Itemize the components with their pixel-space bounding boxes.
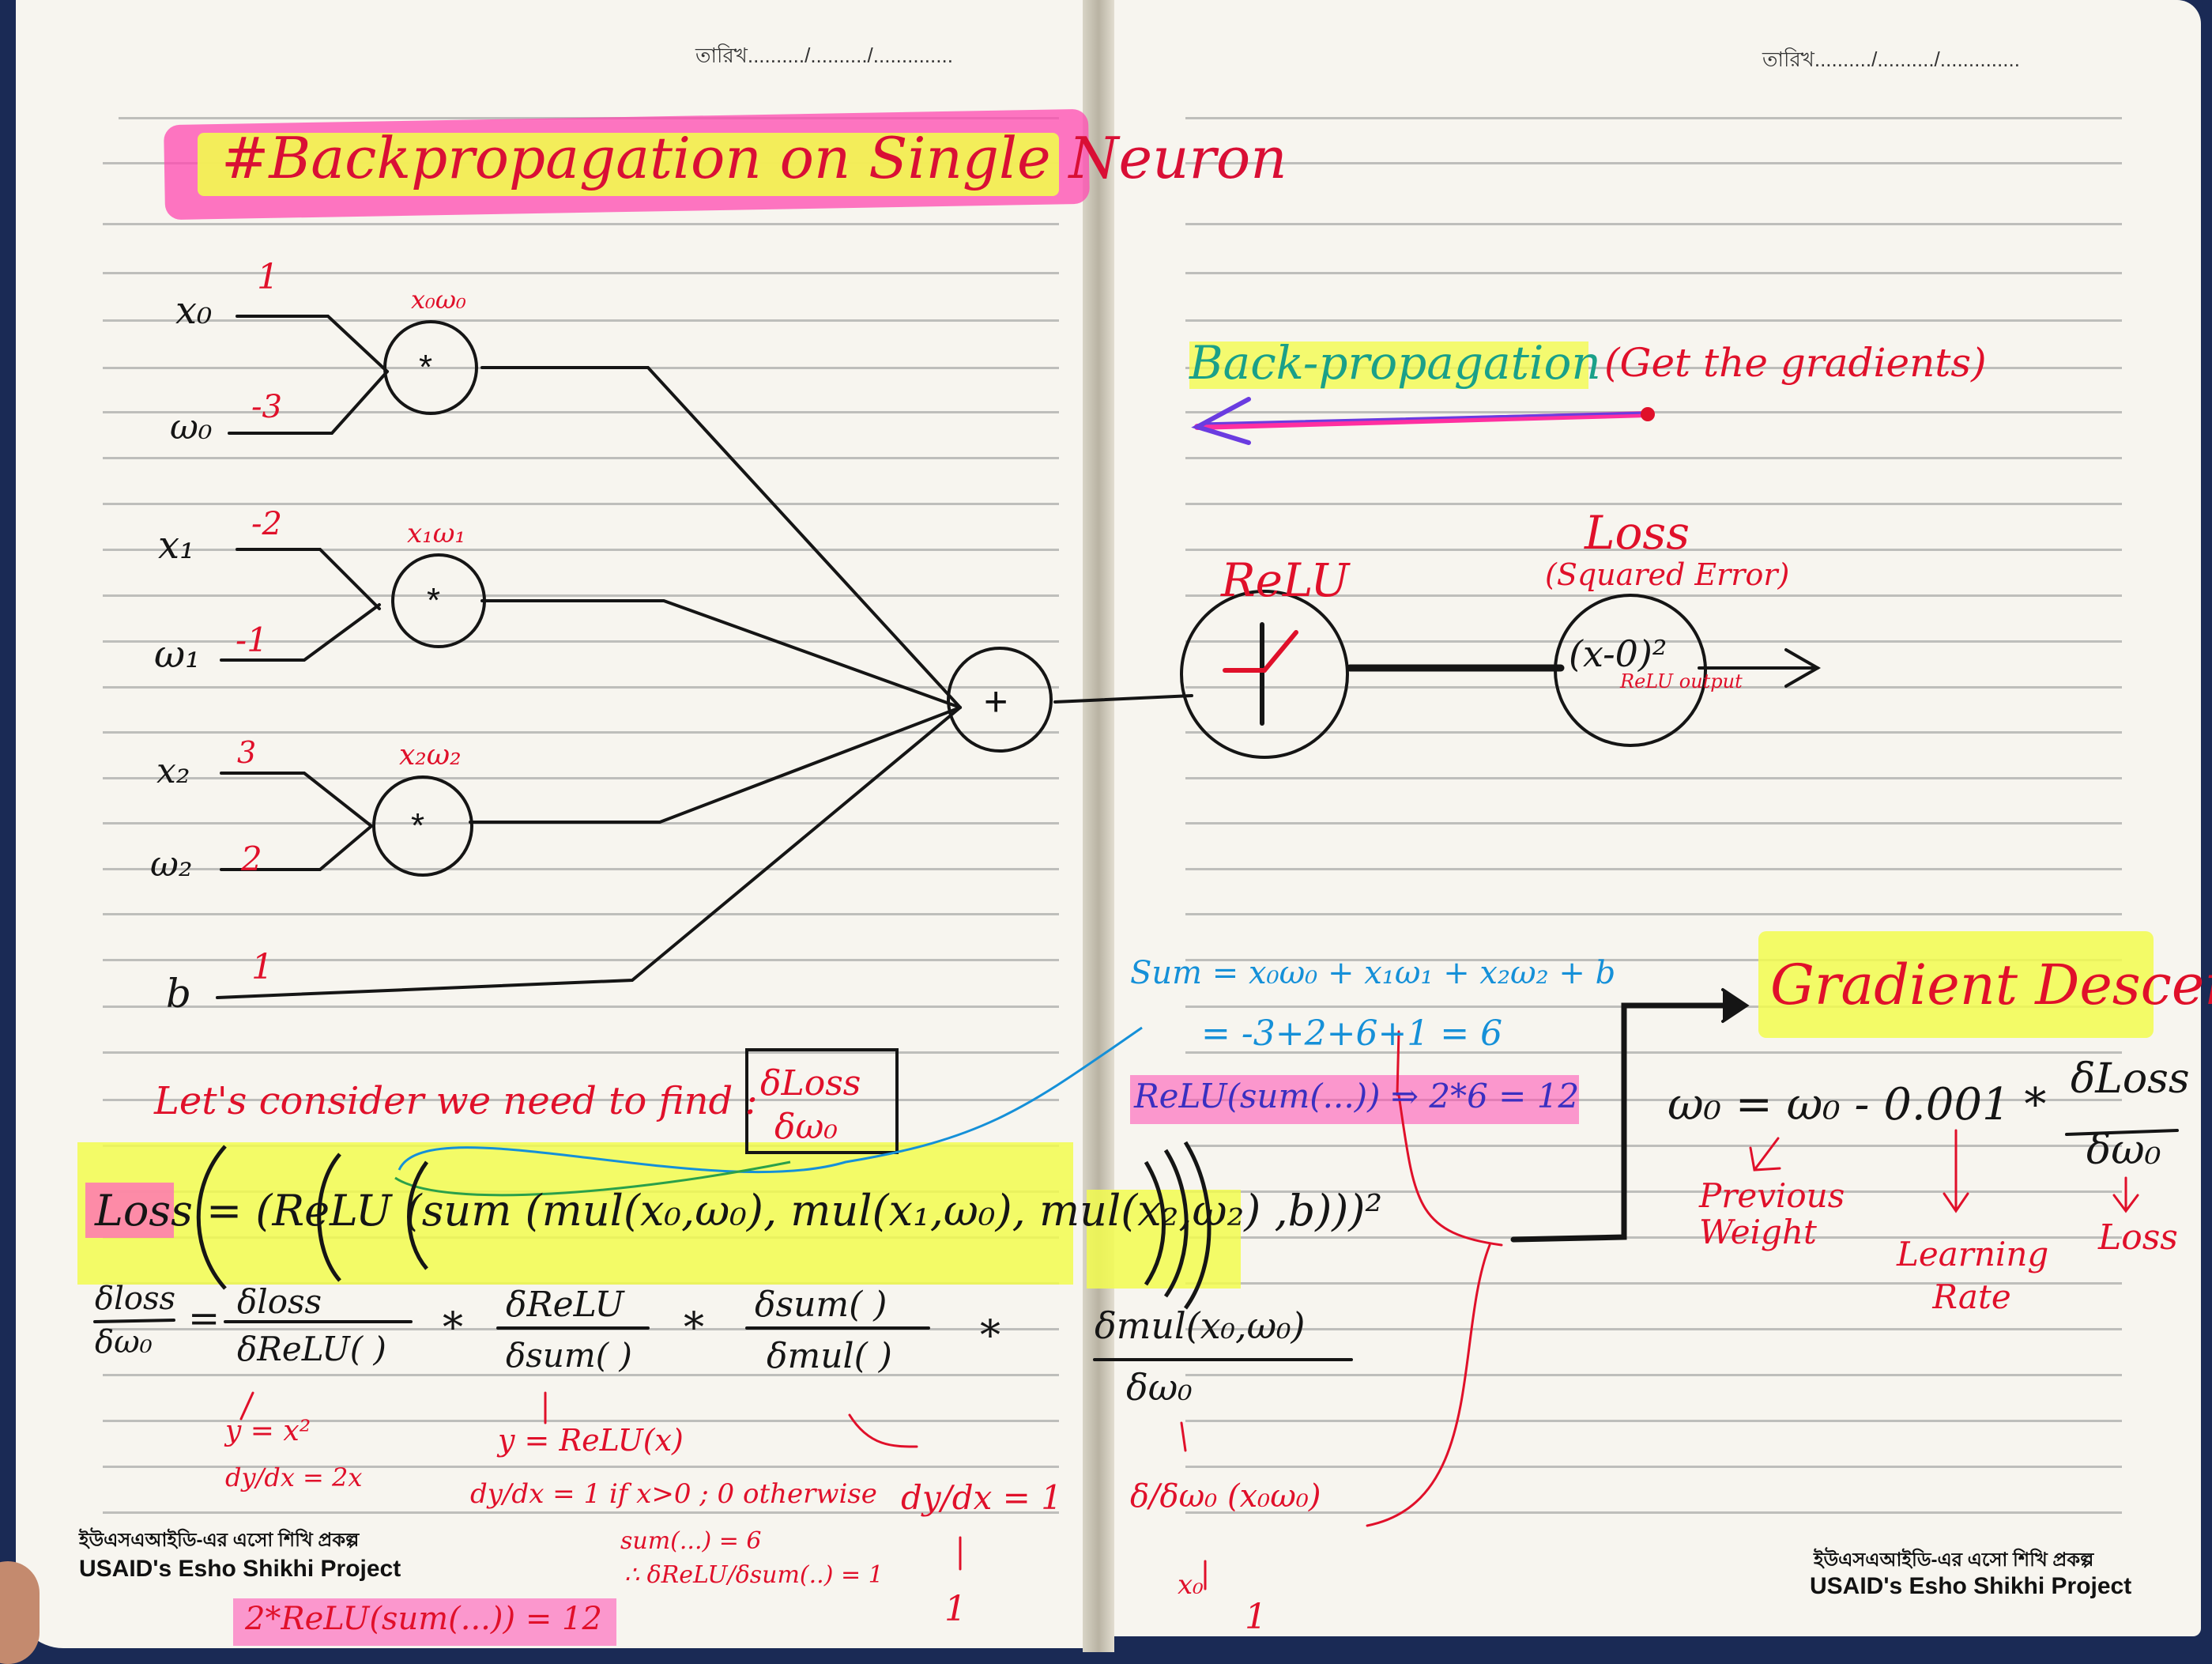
gd-highlight	[1758, 931, 2154, 1038]
product-x2w2: x₂ω₂	[399, 739, 462, 772]
note-2relu-12: 2*ReLU(sum(...)) = 12	[245, 1601, 602, 1637]
loss-formula: (x-0)²	[1569, 632, 1667, 675]
input-x1-label: x₁	[158, 523, 195, 568]
input-b-label: b	[166, 971, 192, 1017]
relu-line-highlight	[1130, 1075, 1579, 1124]
chain-star-1: *	[443, 1304, 463, 1352]
gd-prev-weight: Previous Weight	[1699, 1176, 1845, 1251]
note-y-x2: y = x²	[225, 1415, 311, 1447]
note-sum-6: sum(...) = 6	[620, 1527, 762, 1555]
chain-lhs-num: δloss	[95, 1281, 176, 1317]
chain-t4-den: δω₀	[1126, 1366, 1193, 1409]
input-w1-label: ω₁	[154, 632, 201, 677]
gd-frac-den: δω₀	[2086, 1126, 2161, 1174]
gd-formula: ω₀ = ω₀ - 0.001 *	[1667, 1079, 2047, 1130]
mul-op-0: *	[419, 348, 433, 387]
footer-bn-right: ইউএসএআইডি-এর এসো শিখি প্রকল্প	[1814, 1549, 2094, 1571]
date-label-right: তারিখ........../........../.............…	[1762, 47, 2020, 71]
gd-learning-rate: Learning Rate	[1897, 1235, 2049, 1316]
input-w2-value: 2	[241, 840, 262, 878]
input-x0-label: x₀	[175, 289, 213, 333]
title-highlight-inner	[198, 133, 1059, 196]
footer-bn-left: ইউএসএআইডি-এর এসো শিখি প্রকল্প	[79, 1530, 360, 1551]
input-w0-label: ω₀	[170, 407, 213, 447]
chain-t2-num: δReLU	[506, 1285, 624, 1325]
loss-label-box	[85, 1183, 174, 1238]
loss-sub: (Squared Error)	[1545, 557, 1790, 592]
loss-expr-highlight	[77, 1142, 1073, 1285]
page-title: #Backpropagation on Single Neuron	[221, 125, 1287, 191]
thumb	[0, 1561, 40, 1664]
backprop-note: (Get the gradients)	[1604, 340, 1987, 386]
note-dydx-2x: dy/dx = 2x	[225, 1462, 363, 1492]
chain-lhs-den: δω₀	[95, 1324, 153, 1360]
gd-loss: Loss	[2098, 1217, 2178, 1258]
chain-t1-num: δloss	[237, 1282, 322, 1321]
gd-title: Gradient Descent	[1770, 953, 2212, 1017]
input-w2-label: ω₂	[150, 844, 193, 885]
mul-op-2: *	[411, 806, 425, 845]
bp-title-highlight	[1189, 341, 1588, 389]
relu-line: ReLU(sum(...)) ⇒ 2*6 = 12	[1134, 1077, 1580, 1115]
note-one-a: 1	[944, 1589, 967, 1629]
loss-label: Loss	[1585, 506, 1690, 560]
input-w1-value: -1	[236, 621, 268, 659]
footer-en-right: USAID's Esho Shikhi Project	[1810, 1573, 2132, 1599]
backprop-title: Back-propagation	[1189, 336, 1601, 390]
input-x2-value: 3	[237, 735, 257, 770]
find-text: Let's consider we need to find :	[154, 1079, 758, 1123]
input-x1-value: -2	[251, 506, 282, 542]
note-relu-derivative: dy/dx = 1 if x>0 ; 0 otherwise	[470, 1478, 877, 1510]
input-x0-value: 1	[257, 257, 279, 297]
chain-t3-num: δsum( )	[755, 1285, 887, 1325]
note-x0: x₀	[1178, 1569, 1204, 1601]
chain-eq: =	[188, 1296, 220, 1341]
sum-line-1: Sum = x₀ω₀ + x₁ω₁ + x₂ω₂ + b	[1130, 955, 1616, 991]
product-x1w1: x₁ω₁	[407, 518, 466, 549]
chain-t2-den: δsum( )	[506, 1336, 632, 1375]
sum-line-2: = -3+2+6+1 = 6	[1201, 1013, 1503, 1054]
input-b-value: 1	[251, 947, 273, 987]
input-x2-label: x₂	[156, 751, 190, 791]
loss-expression: Loss = (ReLU (sum (mul(x₀,ω₀), mul(x₁,ω₀…	[95, 1186, 1383, 1236]
add-op: +	[984, 679, 1008, 725]
note-one-b: 1	[1245, 1597, 1267, 1637]
note-y-relu: y = ReLU(x)	[498, 1423, 684, 1458]
note-dydx-1: dy/dx = 1	[901, 1478, 1062, 1517]
bottom-note-highlight	[233, 1598, 616, 1646]
footer-en-left: USAID's Esho Shikhi Project	[79, 1556, 401, 1582]
find-num: δLoss	[760, 1063, 861, 1104]
mul-op-1: *	[427, 581, 441, 620]
loss-formula-note: ReLU output	[1620, 670, 1743, 692]
chain-t3-den: δmul( )	[767, 1336, 892, 1376]
notebook-spine	[1083, 0, 1114, 1652]
gd-frac-num: δLoss	[2071, 1055, 2190, 1103]
chain-t1-den: δReLU( )	[237, 1330, 386, 1368]
note-drelu-dsum: ∴ δReLU/δsum(..) = 1	[624, 1561, 884, 1589]
note-partial-x0w0: δ/δω₀ (x₀ω₀)	[1130, 1478, 1321, 1515]
find-den: δω₀	[774, 1107, 838, 1147]
relu-label: ReLU	[1221, 553, 1350, 607]
chain-t4-num: δmul(x₀,ω₀)	[1095, 1304, 1306, 1347]
chain-star-2: *	[684, 1304, 704, 1352]
chain-star-3: *	[980, 1312, 1000, 1360]
input-w0-value: -3	[251, 389, 282, 425]
date-label-left: তারিখ........../........../.............…	[695, 43, 953, 67]
product-x0w0: x₀ω₀	[411, 285, 466, 315]
